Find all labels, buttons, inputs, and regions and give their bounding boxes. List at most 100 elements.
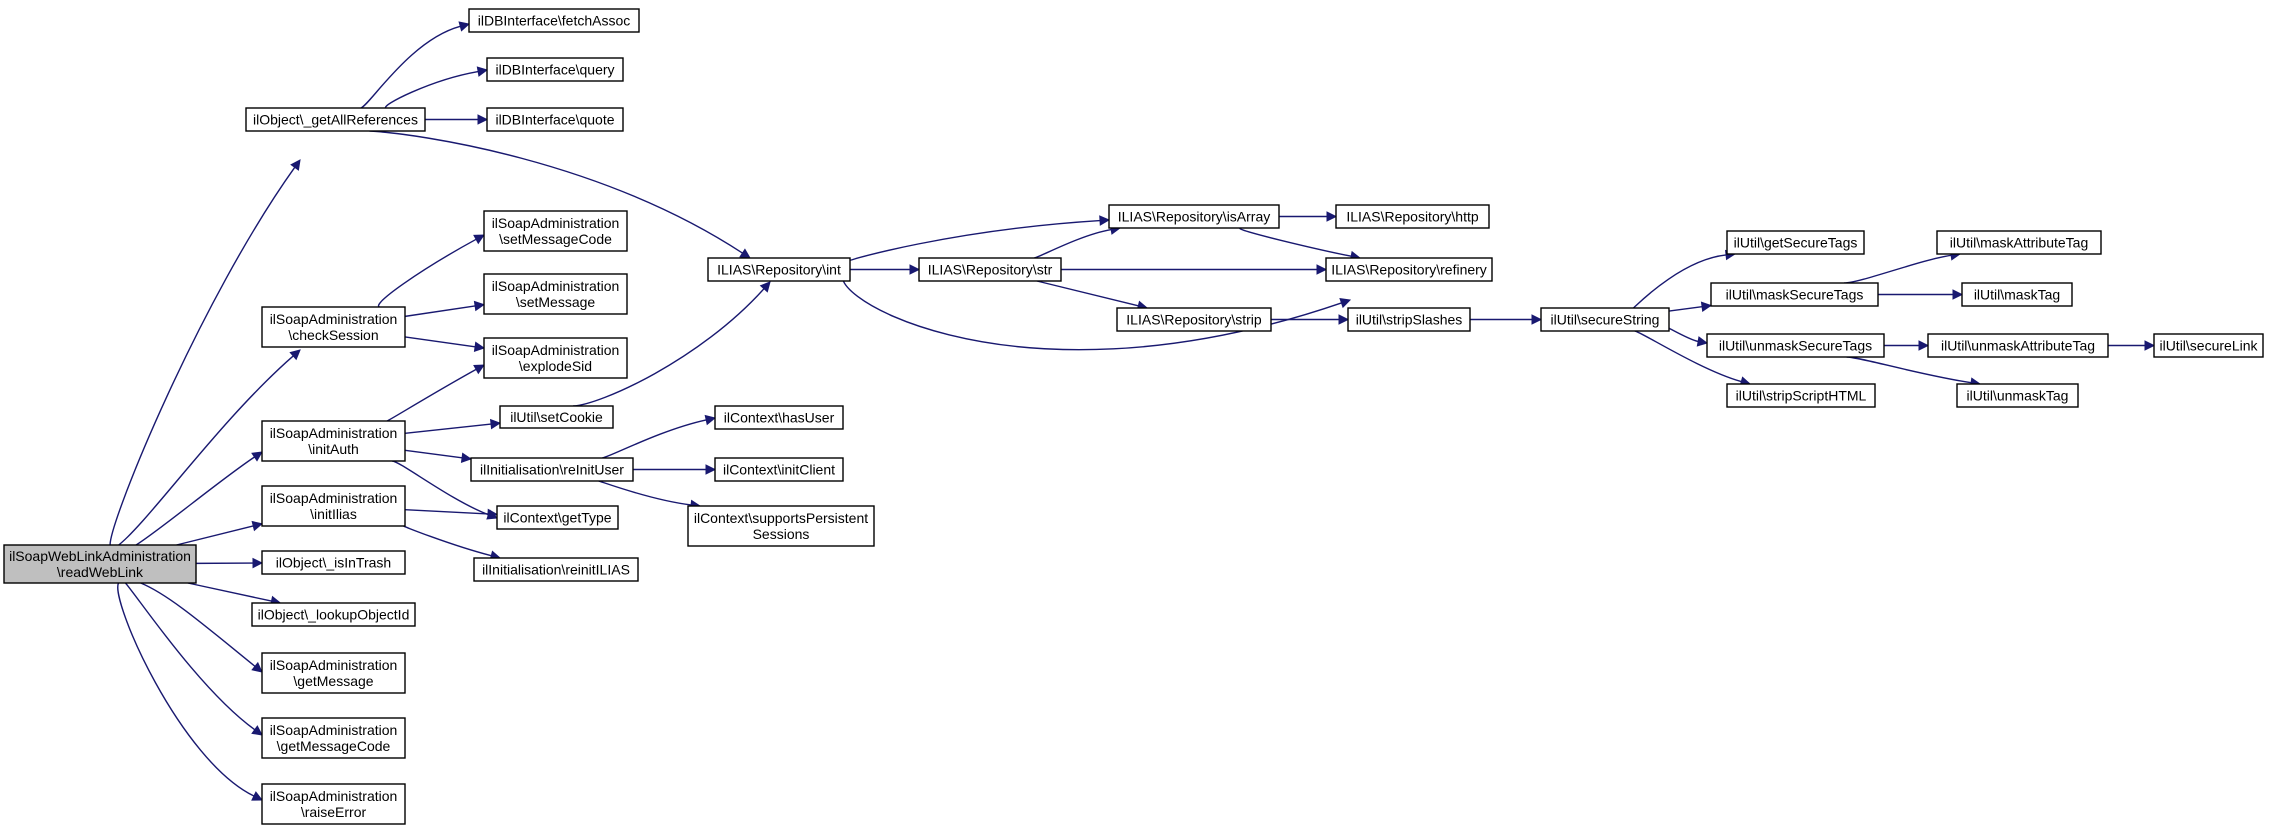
edge-checkSession-to-setMessage (404, 300, 486, 318)
node-stripSlashes[interactable]: ilUtil\stripSlashes (1347, 307, 1471, 332)
node-label: \initIlias (310, 506, 357, 522)
edge-line (109, 166, 296, 546)
node-box (1706, 333, 1885, 358)
node-setCookie[interactable]: ilUtil\setCookie (499, 405, 614, 429)
node-getMessageCode[interactable]: ilSoapAdministration\getMessageCode (261, 717, 406, 759)
node-box (714, 457, 844, 482)
edge-line (573, 288, 765, 407)
node-getSecureTags[interactable]: ilUtil\getSecureTags (1726, 230, 1865, 255)
node-label: ilObject\_getAllReferences (253, 112, 418, 128)
edge-stripSlashes-to-secureString (1470, 314, 1543, 325)
node-box (486, 57, 624, 82)
node-getMessage[interactable]: ilSoapAdministration\getMessage (261, 652, 406, 694)
node-box (499, 405, 614, 429)
node-http[interactable]: ILIAS\Repository\http (1335, 204, 1490, 229)
arrowhead-icon (1696, 336, 1709, 347)
node-setMessageCode[interactable]: ilSoapAdministration\setMessageCode (483, 210, 628, 252)
node-label: ilUtil\stripScriptHTML (1736, 388, 1867, 404)
node-box (3, 544, 197, 584)
node-box (1956, 383, 2079, 408)
nodes-layer: ilSoapWebLinkAdministration\readWebLink i… (3, 8, 2264, 825)
node-box (707, 257, 851, 282)
node-box (483, 210, 628, 252)
node-box (2153, 333, 2264, 358)
node-box (714, 405, 844, 430)
node-quote[interactable]: ilDBInterface\quote (486, 107, 624, 132)
node-checkSession[interactable]: ilSoapAdministration\checkSession (261, 306, 406, 348)
node-secureString[interactable]: ilUtil\secureString (1540, 307, 1670, 332)
node-isInTrash[interactable]: ilObject\_isInTrash (261, 550, 406, 575)
edge-isArray-to-http (1279, 211, 1338, 222)
node-box (1936, 230, 2102, 255)
node-fetchAssoc[interactable]: ilDBInterface\fetchAssoc (468, 8, 640, 33)
node-reInitUser[interactable]: ilInitialisation\reInitUser (470, 457, 634, 482)
node-root[interactable]: ilSoapWebLinkAdministration\readWebLink (3, 544, 197, 584)
node-label: ilContext\initClient (723, 462, 835, 478)
node-initAuth[interactable]: ilSoapAdministration\initAuth (261, 420, 406, 462)
node-lookupObjectId[interactable]: ilObject\_lookupObjectId (251, 602, 416, 627)
node-reinitILIAS[interactable]: ilInitialisation\reinitILIAS (473, 557, 639, 582)
node-box (1927, 333, 2109, 358)
arrowhead-icon (739, 248, 751, 259)
node-strip[interactable]: ILIAS\Repository\strip (1116, 307, 1272, 332)
node-secureLink[interactable]: ilUtil\secureLink (2153, 333, 2264, 358)
node-label: ilObject\_lookupObjectId (258, 607, 410, 623)
node-label: ilSoapAdministration (270, 425, 398, 441)
node-getType[interactable]: ilContext\getType (496, 505, 619, 530)
node-maskTag[interactable]: ilUtil\maskTag (1961, 282, 2073, 307)
node-box (1726, 383, 1876, 408)
node-stripScriptHTML[interactable]: ilUtil\stripScriptHTML (1726, 383, 1876, 408)
node-unmaskAttributeTag[interactable]: ilUtil\unmaskAttributeTag (1927, 333, 2109, 358)
edge-checkSession-to-setMessageCode (377, 234, 485, 308)
edge-getAllRefs-to-query (384, 66, 489, 109)
node-isArray[interactable]: ILIAS\Repository\isArray (1108, 204, 1280, 229)
edge-line (377, 238, 477, 308)
node-initClient[interactable]: ilContext\initClient (714, 457, 844, 482)
edge-line (402, 525, 492, 557)
node-box (486, 107, 624, 132)
node-maskSecureTags[interactable]: ilUtil\maskSecureTags (1710, 282, 1879, 307)
edge-line (369, 130, 743, 254)
node-hasUser[interactable]: ilContext\hasUser (714, 405, 844, 430)
node-getAllRefs[interactable]: ilObject\_getAllReferences (245, 107, 426, 132)
node-setMessage[interactable]: ilSoapAdministration\setMessage (483, 273, 628, 315)
arrowhead-icon (1531, 314, 1543, 325)
edge-secureString-to-unmaskSecureTags (1668, 327, 1709, 347)
arrowhead-icon (251, 725, 263, 736)
node-raiseError[interactable]: ilSoapAdministration\raiseError (261, 783, 406, 825)
edge-root-to-getAllRefs (109, 159, 301, 546)
node-label: ilDBInterface\quote (495, 112, 614, 128)
edge-root-to-initAuth (135, 451, 263, 546)
node-initIlias[interactable]: ilSoapAdministration\initIlias (261, 485, 406, 527)
arrowhead-icon (251, 661, 263, 673)
node-refinery[interactable]: ILIAS\Repository\refinery (1325, 257, 1493, 282)
node-label: ilSoapAdministration (270, 311, 398, 327)
node-label: ILIAS\Repository\http (1346, 209, 1479, 225)
edge-line (404, 508, 489, 515)
edge-getAllRefs-to-quote (425, 114, 489, 125)
node-query[interactable]: ilDBInterface\query (486, 57, 624, 82)
node-box (261, 485, 406, 527)
arrowhead-icon (705, 464, 717, 475)
edge-root-to-lookupObjectId (187, 582, 282, 607)
node-label: ILIAS\Repository\isArray (1118, 209, 1271, 225)
edge-root-to-getMessageCode (124, 582, 263, 736)
edge-line (176, 525, 254, 546)
node-box (1726, 230, 1865, 255)
node-label: ilSoapAdministration (270, 657, 398, 673)
edge-repoInt-to-isArray (849, 215, 1111, 262)
node-repoInt[interactable]: ILIAS\Repository\int (707, 257, 851, 282)
node-unmaskSecureTags[interactable]: ilUtil\unmaskSecureTags (1706, 333, 1885, 358)
edge-line (1034, 228, 1112, 259)
edge-initAuth-to-explodeSid (386, 364, 485, 422)
node-box (261, 306, 406, 348)
node-label: ILIAS\Repository\strip (1126, 312, 1262, 328)
node-maskAttributeTag[interactable]: ilUtil\maskAttributeTag (1936, 230, 2102, 255)
node-box (1325, 257, 1493, 282)
node-explodeSid[interactable]: ilSoapAdministration\explodeSid (483, 337, 628, 379)
node-unmaskTag[interactable]: ilUtil\unmaskTag (1956, 383, 2079, 408)
edge-root-to-getMessage (140, 582, 263, 673)
node-repoStr[interactable]: ILIAS\Repository\str (918, 257, 1062, 282)
